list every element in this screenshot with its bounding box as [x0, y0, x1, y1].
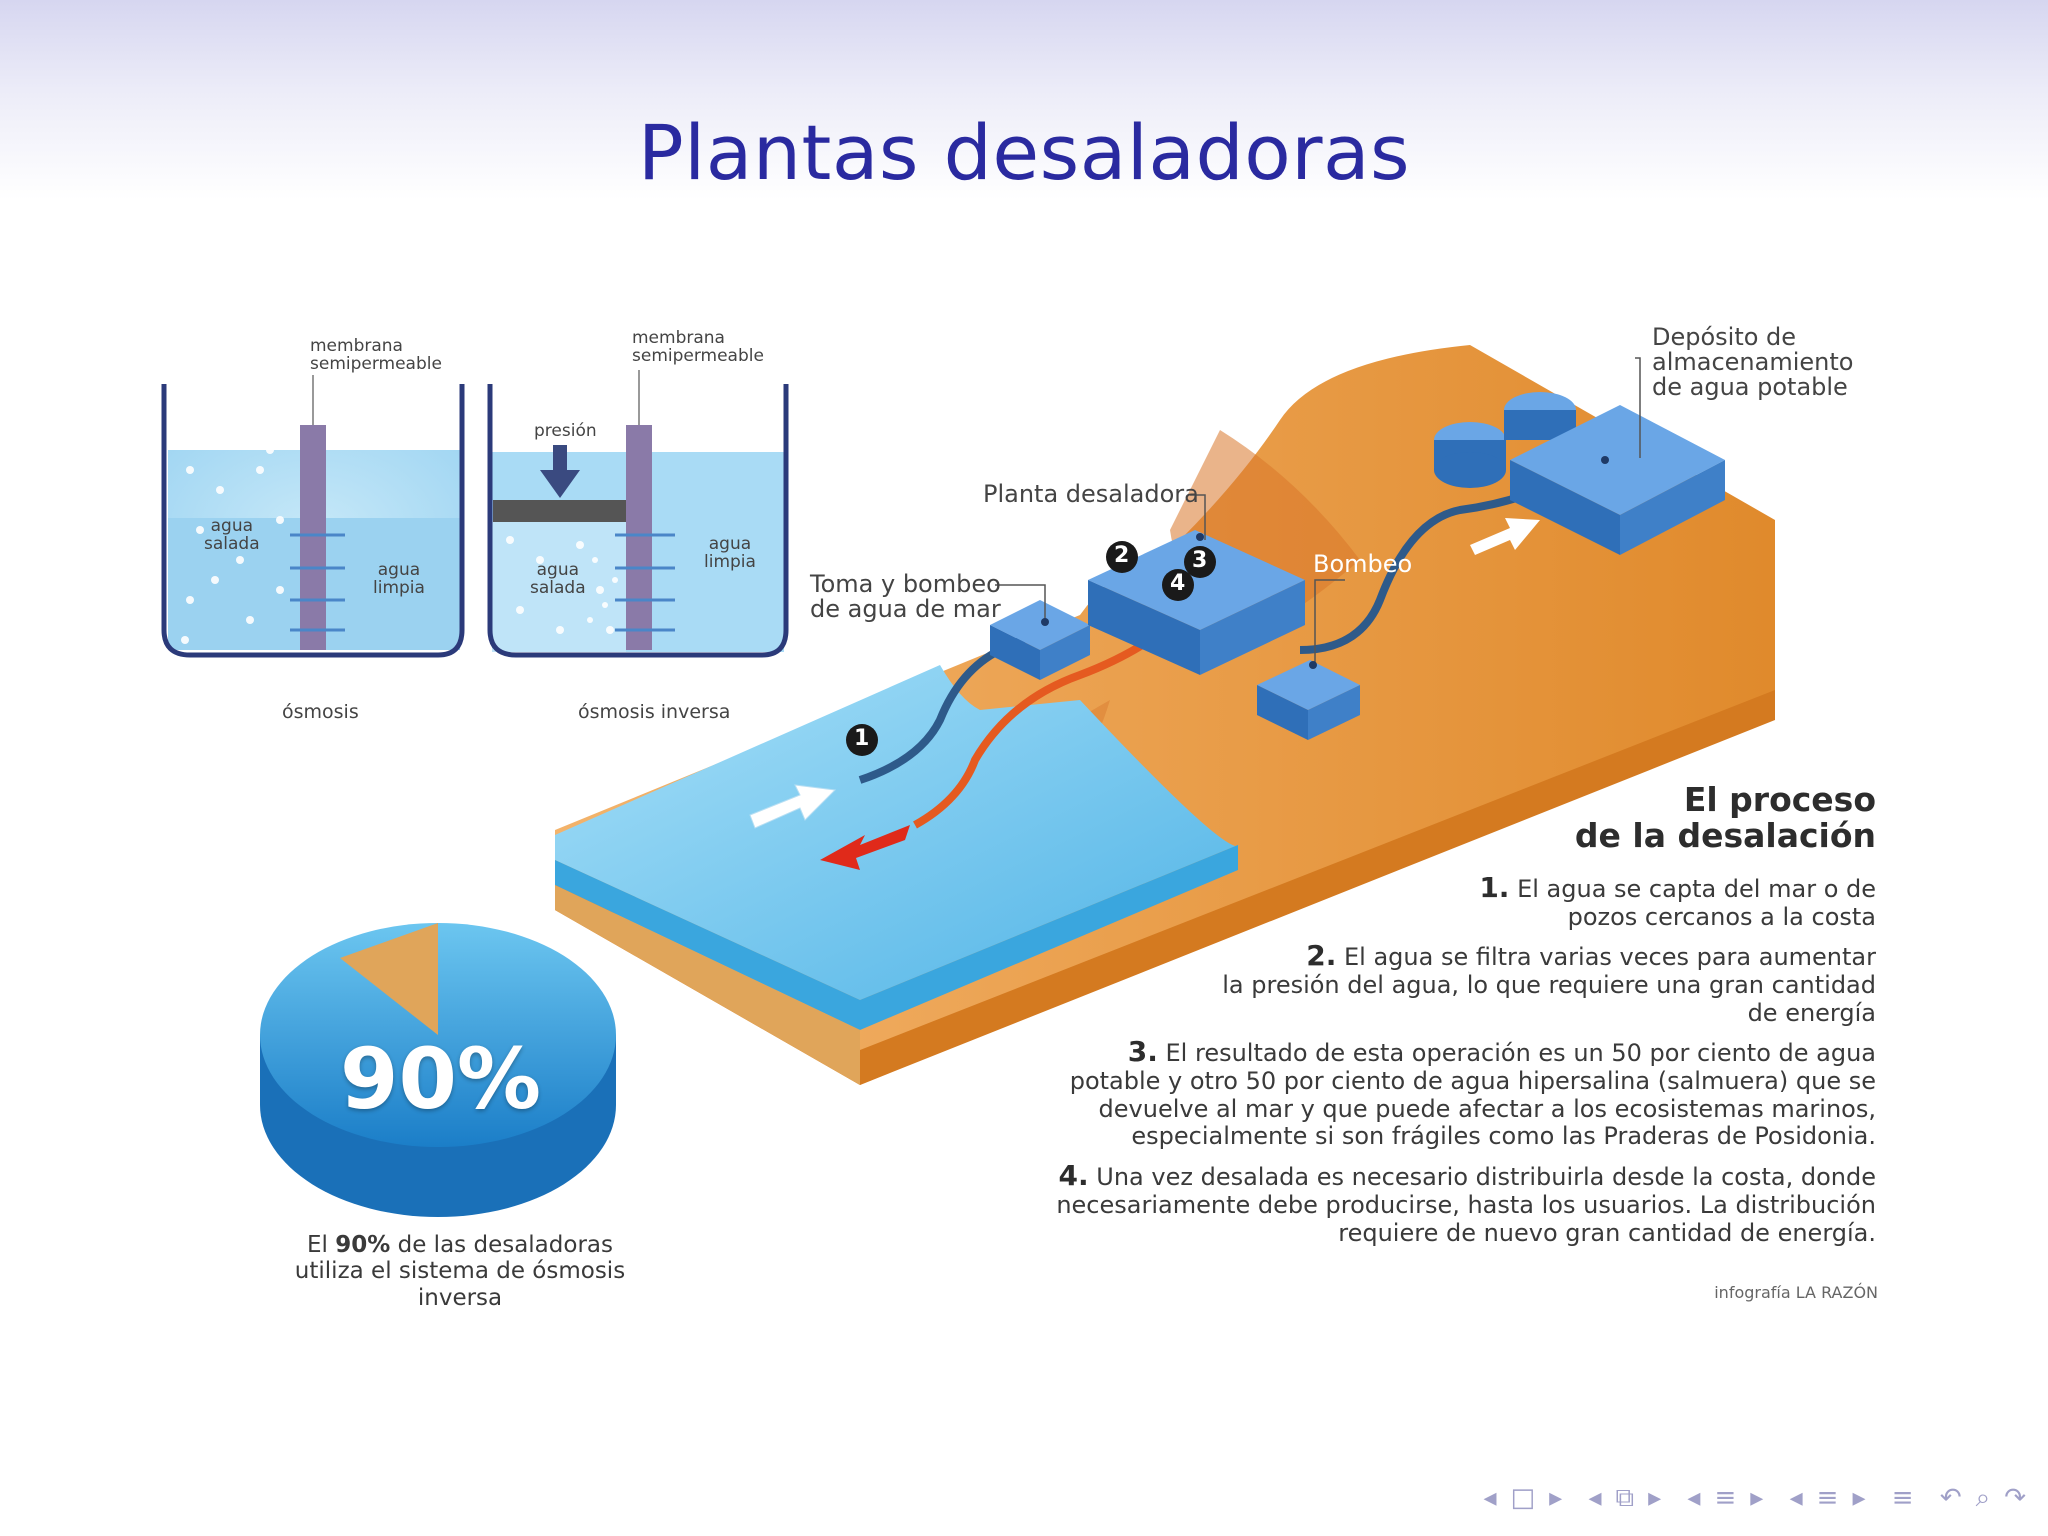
nav-search-icon[interactable]: ⌕	[1975, 1483, 1995, 1513]
osmosis-right-pressure-label: presión	[534, 421, 597, 441]
nav-next-frame-icon[interactable]: ▸	[1549, 1483, 1567, 1513]
nav-subsection-icon[interactable]: ⧉	[1615, 1483, 1639, 1513]
intake-text-1: Toma y bombeo	[810, 570, 1001, 598]
nav-forward-icon[interactable]: ↷	[2004, 1483, 2030, 1513]
process-step-1: 1. El agua se capta del mar o de pozos c…	[1479, 871, 1876, 932]
step-2-line-2: la presión del agua, lo que requiere una…	[1222, 971, 1876, 1000]
nav-back-icon[interactable]: ↶	[1939, 1483, 1966, 1513]
deposit-label: Depósito de almacenamiento de agua potab…	[1652, 323, 1854, 402]
header-band	[0, 0, 2048, 200]
osmosis-left-salt-text-1: agua	[210, 516, 254, 536]
process-step-4: 4. Una vez desalada es necesario distrib…	[1056, 1159, 1876, 1247]
beamer-navigation: ◂ □ ▸ ◂ ⧉ ▸ ◂ ≡ ▸ ◂ ≡ ▸ ≡ ↶ ⌕ ↷	[1473, 1483, 2030, 1514]
osmosis-left-caption: ósmosis	[282, 701, 359, 723]
nav-next-subsection-icon[interactable]: ▸	[1648, 1483, 1666, 1513]
osmosis-diagram	[161, 370, 789, 658]
deposit-text-3: de agua potable	[1652, 373, 1848, 402]
plant-landscape	[555, 345, 1775, 1085]
step-4-line-1: Una vez desalada es necesario distribuir…	[1096, 1163, 1876, 1191]
slide-title: Plantas desaladoras	[637, 108, 1411, 197]
nav-next-section-icon[interactable]: ▸	[1750, 1483, 1768, 1513]
plant-label: Planta desaladora	[983, 480, 1199, 508]
osmosis-right-clean-label: agua limpia	[704, 534, 756, 572]
osmosis-right-salt-text-2: salada	[530, 577, 586, 598]
process-step-2: 2. El agua se filtra varias veces para a…	[1222, 939, 1876, 1027]
pie-caption: El 90% de las desaladoras utiliza el sis…	[255, 1232, 665, 1311]
osmosis-left-salt-text-2: salada	[204, 533, 260, 554]
nav-prev-section-icon[interactable]: ◂	[1687, 1483, 1705, 1513]
infographic-credit: infografía LA RAZÓN	[1714, 1283, 1878, 1302]
pie-chart	[260, 923, 616, 1217]
osmosis-right-membrane-text-2: semipermeable	[632, 345, 764, 366]
step-1-line-1: El agua se capta del mar o de	[1517, 875, 1876, 903]
marker-1: 1	[854, 726, 870, 751]
marker-2: 2	[1114, 543, 1130, 568]
osmosis-right-membrane-label: membrana semipermeable	[632, 328, 764, 366]
step-2-line-3: de energía	[1747, 998, 1876, 1027]
pie-value-label: 90%	[340, 1030, 542, 1128]
step-4-line-3: requiere de nuevo gran cantidad de energ…	[1338, 1218, 1876, 1247]
osmosis-right-membrane-text-1: membrana	[632, 328, 725, 348]
osmosis-left-clean-label: agua limpia	[373, 560, 425, 598]
step-3-line-2: potable y otro 50 por ciento de agua hip…	[1069, 1067, 1876, 1096]
step-3-line-1: El resultado de esta operación es un 50 …	[1165, 1039, 1876, 1067]
step-4-line-2: necesariamente debe producirse, hasta lo…	[1056, 1191, 1876, 1220]
osmosis-right-clean-text-1: agua	[708, 534, 752, 554]
nav-toc-icon[interactable]: ≡	[1891, 1483, 1918, 1513]
pie-caption-pre: El	[307, 1232, 336, 1258]
step-2-number: 2.	[1306, 939, 1337, 972]
osmosis-left-membrane-text-1: membrana	[310, 336, 403, 356]
step-3-line-4: especialmente si son frágiles como las P…	[1131, 1122, 1876, 1151]
step-2-line-1: El agua se filtra varias veces para aume…	[1344, 943, 1876, 971]
deposit-text-2: almacenamiento	[1652, 348, 1854, 377]
osmosis-left-salt-label: agua salada	[204, 516, 260, 554]
osmosis-right-clean-text-2: limpia	[704, 551, 756, 572]
nav-prev-frame-icon[interactable]: ◂	[1483, 1483, 1501, 1513]
deposit-text-1: Depósito de	[1652, 323, 1797, 351]
pumping-label: Bombeo	[1313, 550, 1413, 578]
nav-prev-subsection-icon[interactable]: ◂	[1588, 1483, 1606, 1513]
markers	[846, 541, 1216, 756]
marker-4: 4	[1170, 571, 1186, 596]
nav-prev-slide-icon[interactable]: ◂	[1789, 1483, 1807, 1513]
osmosis-left-clean-text-2: limpia	[373, 577, 425, 598]
intake-text-2: de agua de mar	[810, 595, 1001, 624]
nav-next-slide-icon[interactable]: ▸	[1852, 1483, 1870, 1513]
process-title-line-1: El proceso	[1683, 780, 1876, 819]
osmosis-left-clean-text-1: agua	[377, 560, 421, 580]
pie-caption-line-2: utiliza el sistema de ósmosis inversa	[294, 1258, 626, 1311]
pie-caption-bold: 90%	[335, 1232, 391, 1258]
process-step-3: 3. El resultado de esta operación es un …	[1069, 1035, 1876, 1151]
pie-caption-post: de las desaladoras	[390, 1232, 613, 1258]
intake-label: Toma y bombeo de agua de mar	[810, 570, 1001, 624]
process-title-line-2: de la desalación	[1574, 816, 1876, 856]
step-4-number: 4.	[1058, 1159, 1089, 1192]
step-3-line-3: devuelve al mar y que puede afectar a lo…	[1098, 1094, 1876, 1123]
osmosis-left-membrane-label: membrana semipermeable	[310, 336, 442, 374]
nav-frame-icon[interactable]: □	[1510, 1483, 1540, 1513]
nav-slide-icon[interactable]: ≡	[1816, 1483, 1843, 1513]
step-3-number: 3.	[1127, 1035, 1158, 1068]
osmosis-right-salt-label: agua salada	[530, 560, 586, 598]
process-title: El proceso de la desalación	[1574, 780, 1876, 856]
osmosis-right-salt-text-1: agua	[536, 560, 580, 580]
marker-3: 3	[1192, 548, 1208, 573]
osmosis-right-caption: ósmosis inversa	[578, 701, 731, 723]
step-1-line-2: pozos cercanos a la costa	[1567, 903, 1876, 932]
nav-section-icon[interactable]: ≡	[1714, 1483, 1741, 1513]
osmosis-left-membrane-text-2: semipermeable	[310, 353, 442, 374]
step-1-number: 1.	[1479, 871, 1510, 904]
